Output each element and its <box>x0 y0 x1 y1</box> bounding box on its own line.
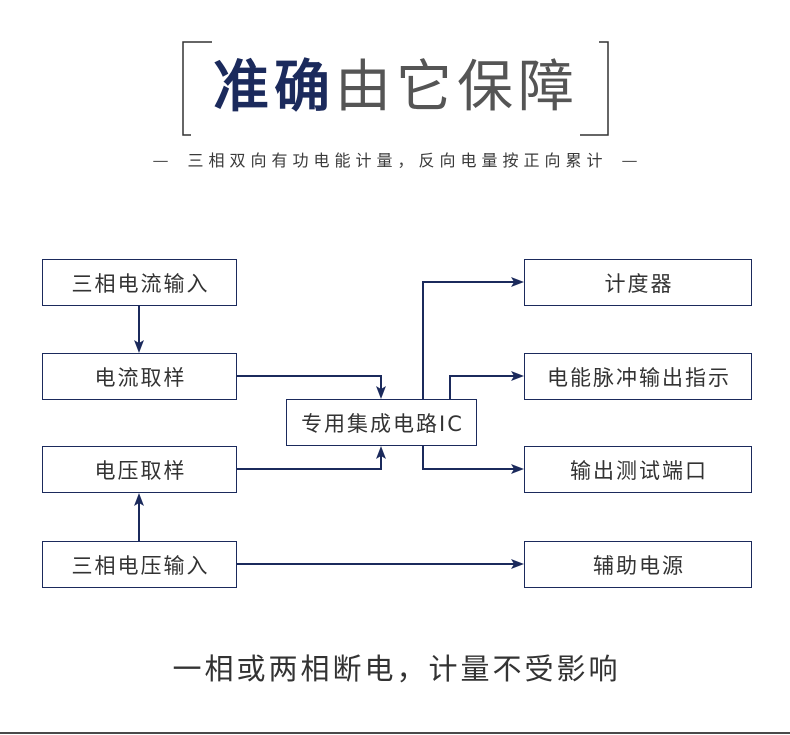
node-register: 计度器 <box>524 259 752 306</box>
arrowhead <box>511 464 524 474</box>
node-current-sampling: 电流取样 <box>42 353 237 400</box>
node-dedicated-ic: 专用集成电路IC <box>286 399 477 446</box>
page-title: 准确由它保障 <box>182 48 610 128</box>
node-voltage-sampling: 电压取样 <box>42 446 237 493</box>
arrowhead <box>134 493 144 506</box>
arrowhead <box>511 371 524 381</box>
arrow-current-sampling-to-ic <box>237 375 386 399</box>
arrow-line <box>422 446 514 470</box>
node-output-test-port: 输出测试端口 <box>524 446 752 493</box>
arrowhead <box>134 340 144 353</box>
subtitle-text: 三相双向有功电能计量，反向电量按正向累计 <box>187 151 608 170</box>
subtitle-dash-right: — <box>621 151 638 170</box>
footer-statement: 一相或两相断电，计量不受影响 <box>172 652 621 686</box>
arrowhead <box>511 277 524 287</box>
arrowhead <box>376 386 386 399</box>
title-bracket-left <box>182 41 212 136</box>
arrowhead <box>376 446 386 459</box>
node-three-phase-current-input: 三相电流输入 <box>42 259 237 306</box>
node-three-phase-voltage-input: 三相电压输入 <box>42 541 237 588</box>
bottom-divider <box>0 732 790 734</box>
node-pulse-output-indicator: 电能脉冲输出指示 <box>524 353 752 400</box>
subtitle: — 三相双向有功电能计量，反向电量按正向累计 — <box>0 150 790 172</box>
arrow-line <box>237 456 382 470</box>
arrowhead <box>511 559 524 569</box>
arrow-voltage-input-to-voltage-sampling <box>134 493 144 541</box>
arrow-line <box>237 375 382 389</box>
node-auxiliary-power: 辅助电源 <box>524 541 752 588</box>
arrow-current-input-to-current-sampling <box>134 305 144 353</box>
title-bracket-right <box>580 41 609 136</box>
subtitle-dash-left: — <box>152 151 169 170</box>
arrow-line <box>422 281 514 399</box>
title-emphasis: 准确 <box>213 55 335 120</box>
arrow-ic-to-pulse-indicator <box>449 371 524 399</box>
arrow-voltage-input-to-aux-power <box>237 559 524 569</box>
arrow-ic-to-register <box>422 277 524 399</box>
arrow-line <box>449 375 514 399</box>
arrow-voltage-sampling-to-ic <box>237 446 386 470</box>
arrow-ic-to-test-port <box>422 446 524 474</box>
title-rest: 由它保障 <box>335 55 579 120</box>
